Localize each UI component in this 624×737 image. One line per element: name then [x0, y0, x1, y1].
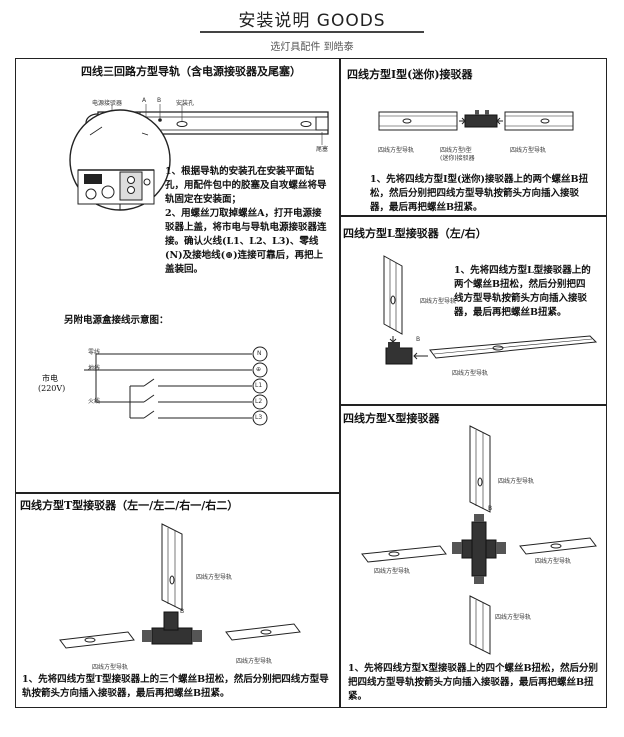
label-track-right: 四线方型导轨 [510, 147, 547, 154]
voltage-label: (220V) [38, 384, 66, 393]
mains-label: 市电 [42, 374, 58, 383]
wire-ground: 地线 [88, 365, 101, 372]
t-connector-step-1: 1、先将四线方型T型接驳器上的三个螺丝B扭松，然后分别把四线方型导轨按箭头方向插… [22, 674, 329, 699]
title-underline [200, 31, 424, 33]
label-t-screw: B [180, 608, 185, 615]
x-connector-step-1: 1、先将四线方型X型接驳器上的四个螺丝B扭松，然后分别把四线方型导轨按箭头方向插… [348, 663, 599, 702]
i-connector-step-1: 1、先将四线方型I型(迷你)接驳器上的两个螺丝B扭松，然后分别把四线方型导轨按箭… [370, 174, 589, 213]
x-connector-diagram [361, 425, 597, 655]
label-x-track-bottom: 四线方型导轨 [495, 614, 532, 621]
section-title-l-connector: 四线方型L型接驳器（左/右） [343, 227, 487, 240]
label-i-conn-1: 四线方型I型 [440, 147, 472, 154]
divider-left-1 [15, 492, 340, 494]
label-l-track-top: 四线方型导轨 [420, 298, 457, 305]
t-connector-diagram [59, 523, 301, 649]
power-track-diagram [69, 104, 329, 211]
section-title-i-connector: 四线方型I型(迷你)接驳器 [347, 68, 473, 81]
label-x-track-top: 四线方型导轨 [498, 478, 535, 485]
label-t-track-right: 四线方型导轨 [236, 658, 273, 665]
section-title-t-connector: 四线方型T型接驳器（左一/左二/右一/右二） [20, 499, 239, 512]
label-x-track-right: 四线方型导轨 [535, 558, 572, 565]
power-track-step-2: 2、用螺丝刀取掉螺丝A，打开电源接驳器上盖，将市电与导轨电源接驳器连接。确认火线… [165, 208, 327, 275]
label-screw-b: B [157, 97, 162, 104]
i-connector-diagram [378, 110, 574, 131]
wire-zero: 零线 [88, 349, 101, 356]
section-title-power-track: 四线三回路方型导轨（含电源接驳器及尾塞） [81, 65, 301, 78]
label-l-track-side: 四线方型导轨 [452, 370, 489, 377]
terminal-n: N [257, 350, 262, 357]
terminal-ground: ⊕ [256, 366, 262, 373]
label-l-screw: B [416, 336, 421, 343]
l-connector-diagram [383, 255, 598, 365]
page-title: 安装说明 GOODS [238, 11, 386, 31]
label-x-track-left: 四线方型导轨 [374, 568, 411, 575]
terminal-l1: L1 [255, 382, 263, 389]
wiring-diagram [84, 346, 268, 426]
label-mount-hole: 安装孔 [176, 100, 195, 107]
label-i-conn-2: (迷你)接驳器 [440, 155, 475, 162]
wire-fire: 火线 [88, 398, 101, 405]
label-x-screw: B [488, 505, 493, 512]
terminal-l3: L3 [255, 414, 263, 421]
wiring-title: 另附电源盒接线示意图： [64, 315, 169, 326]
divider-right-1 [340, 215, 607, 217]
section-title-x-connector: 四线方型X型接驳器 [343, 412, 440, 425]
column-divider [339, 58, 341, 708]
l-connector-step-1: 1、先将四线方型L型接驳器上的两个螺丝B扭松，然后分别把四线方型导轨按箭头方向插… [454, 265, 591, 318]
label-t-track-left: 四线方型导轨 [92, 664, 129, 671]
instruction-frame [15, 58, 607, 708]
label-t-track-top: 四线方型导轨 [196, 574, 233, 581]
label-track-left: 四线方型导轨 [378, 147, 415, 154]
label-screw-a: A [142, 97, 147, 104]
terminal-l2: L2 [255, 398, 263, 405]
divider-right-2 [340, 404, 607, 406]
label-power-box: 电源接驳器 [92, 100, 123, 107]
power-track-step-1: 1、根据导轨的安装孔在安装平面钻孔，用配件包中的胶塞及自攻螺丝将导轨固定在安装面… [165, 166, 327, 205]
label-end-cap: 尾塞 [316, 146, 329, 153]
page-subtitle: 选灯具配件 到皓泰 [270, 42, 354, 53]
